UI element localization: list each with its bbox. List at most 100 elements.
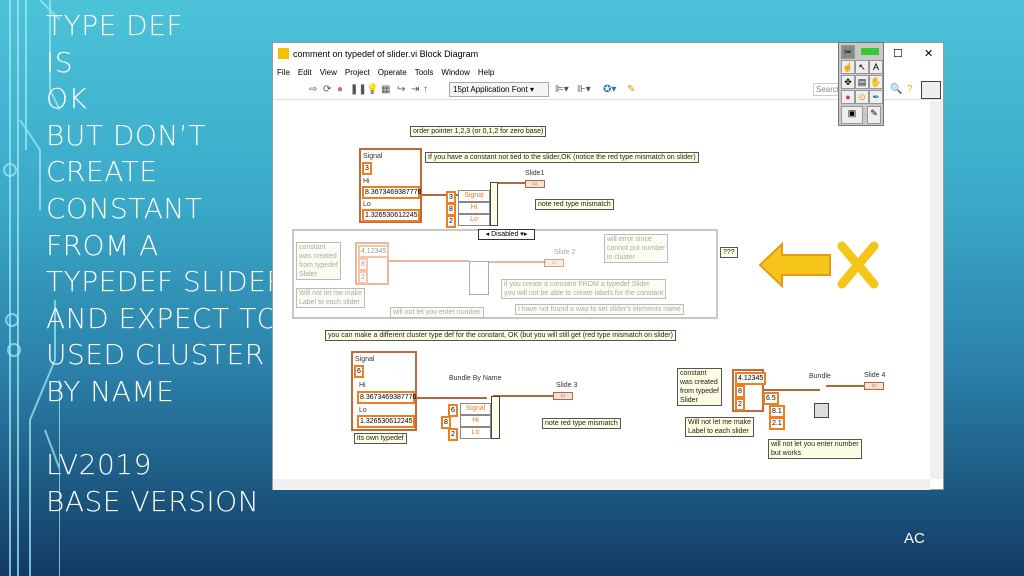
wiring-tool-icon[interactable]: ✥ xyxy=(841,75,855,89)
menu-operate[interactable]: Operate xyxy=(377,68,407,77)
signal-value[interactable]: 3 xyxy=(362,162,372,175)
created-note[interactable]: constant was created from typedef Slider xyxy=(296,242,341,280)
order-note[interactable]: order pointer 1,2,3 (or 0,1,2 for zero b… xyxy=(410,126,547,137)
abort-icon[interactable]: ● xyxy=(337,84,344,95)
bundle-element-signal[interactable]: Signal xyxy=(460,403,491,415)
highlight-execution-icon[interactable]: 💡 xyxy=(366,84,379,95)
label-note[interactable]: Will not let me make Label to each slide… xyxy=(296,288,366,308)
close-button[interactable]: ✕ xyxy=(924,48,934,60)
wire[interactable] xyxy=(417,397,487,399)
wire[interactable] xyxy=(493,395,553,397)
slide3-indicator[interactable]: ▭ xyxy=(553,392,573,400)
question-note[interactable]: ??? xyxy=(720,247,738,258)
menu-project[interactable]: Project xyxy=(344,68,370,77)
signal-value[interactable]: 6 xyxy=(354,365,364,378)
value[interactable]: 4.12345 xyxy=(358,245,390,258)
bundle-input[interactable]: 6.5 xyxy=(763,392,779,405)
pause-icon[interactable]: ❚❚ xyxy=(350,84,367,95)
menu-edit[interactable]: Edit xyxy=(297,68,312,77)
shortcut-menu-tool-icon[interactable]: ▤ xyxy=(855,75,869,89)
bundle-input[interactable]: 6 xyxy=(448,404,458,417)
retain-wire-values-icon[interactable]: ▦ xyxy=(381,84,391,95)
cluster-constant-4[interactable]: 4.12345 8 2 xyxy=(732,369,767,412)
bundle-input[interactable]: 2.1 xyxy=(769,417,785,430)
bundle-by-name-node[interactable] xyxy=(491,396,500,439)
menu-file[interactable]: File xyxy=(277,68,290,77)
auto-tool-indicator[interactable] xyxy=(861,48,879,55)
step-into-icon[interactable]: ↪ xyxy=(397,84,406,95)
color-copy-tool-icon[interactable]: ✒ xyxy=(869,90,883,104)
mismatch-note[interactable]: note red type mismatch xyxy=(535,199,614,210)
search-icon[interactable]: 🔍 xyxy=(890,84,903,95)
cluster-constant-2[interactable]: 4.12345 8 2 xyxy=(355,242,390,285)
menu-tools[interactable]: Tools xyxy=(414,68,434,77)
from-typedef-note[interactable]: if you create a constant FROM a typedef … xyxy=(501,279,667,299)
reorder-icon[interactable]: ✪▾ xyxy=(603,84,617,95)
slide4-indicator[interactable]: ▭ xyxy=(864,382,884,390)
auto-tool-icon[interactable]: ✂ xyxy=(841,45,855,59)
cluster-constant-3[interactable]: Signal 6 Hi 8.3673469387776 Lo 1.3265306… xyxy=(351,351,417,431)
vertical-scrollbar[interactable] xyxy=(930,101,943,479)
cluster-constant-1[interactable]: Signal 3 Hi 8.3673469387776 Lo 1.3265306… xyxy=(359,148,422,223)
coloring-tool-icon[interactable]: ✎ xyxy=(867,106,881,124)
mismatch-note-3[interactable]: note red type mismatch xyxy=(542,418,621,429)
align-icon[interactable]: ⊫▾ xyxy=(555,84,569,95)
names-note[interactable]: I have not found a way to set slider's e… xyxy=(515,304,684,315)
bundle-input[interactable]: 2 xyxy=(446,215,456,228)
error-note[interactable]: will error since cannot put number in cl… xyxy=(604,234,669,263)
bundle-by-name-node[interactable] xyxy=(490,182,498,226)
bundle-element-signal[interactable]: Signal xyxy=(458,190,490,202)
wire[interactable] xyxy=(495,182,527,184)
help-icon[interactable]: ? xyxy=(907,84,913,95)
menu-view[interactable]: View xyxy=(319,68,337,77)
breakpoint-tool-icon[interactable]: ● xyxy=(841,90,855,104)
distribute-icon[interactable]: ⊪▾ xyxy=(577,84,591,95)
created-note-4[interactable]: constant was created from typedef Slider xyxy=(677,368,722,406)
disabled-case-selector[interactable]: ◂ Disabled ▾▸ xyxy=(478,229,535,240)
bundle-input[interactable]: 8 xyxy=(441,416,451,429)
wire[interactable] xyxy=(826,385,866,387)
color-swatch-icon[interactable]: ▣ xyxy=(841,106,863,124)
operate-tool-icon[interactable]: ☝ xyxy=(841,60,855,74)
value[interactable]: 4.12345 xyxy=(735,372,767,385)
bundle-element-hi[interactable]: Hi xyxy=(460,415,491,427)
value[interactable]: 8 xyxy=(735,385,745,398)
own-typedef-note[interactable]: its own typedef xyxy=(354,433,407,444)
different-typedef-note[interactable]: you can make a different cluster type de… xyxy=(325,330,676,341)
bundle-node-disabled[interactable] xyxy=(469,261,489,295)
value[interactable]: 2 xyxy=(358,271,368,284)
horizontal-scrollbar[interactable] xyxy=(273,479,930,490)
works-note[interactable]: will not let you enter number but works xyxy=(768,439,862,459)
enter-note[interactable]: will not let you enter number xyxy=(390,307,484,318)
slide1-indicator[interactable]: ▭ xyxy=(525,180,545,188)
maximize-button[interactable]: ☐ xyxy=(893,48,903,60)
vi-icon[interactable] xyxy=(921,81,941,99)
bundle-element-hi[interactable]: Hi xyxy=(458,202,490,214)
bundle-node[interactable] xyxy=(814,403,829,418)
menu-window[interactable]: Window xyxy=(441,68,470,77)
lo-value[interactable]: 1.326530612245 xyxy=(362,209,420,222)
cleanup-icon[interactable]: ✎ xyxy=(627,84,636,95)
value[interactable]: 2 xyxy=(735,398,745,411)
bundle-input[interactable]: 2 xyxy=(448,428,458,441)
text-tool-icon[interactable]: A xyxy=(869,60,883,74)
run-icon[interactable]: ⇨ xyxy=(309,84,318,95)
step-over-icon[interactable]: ⇥ xyxy=(411,84,420,95)
diagram-canvas[interactable]: order pointer 1,2,3 (or 0,1,2 for zero b… xyxy=(273,101,929,479)
hi-value[interactable]: 8.3673469387776 xyxy=(362,186,421,199)
slide2-indicator[interactable]: ▭ xyxy=(544,259,564,267)
value[interactable]: 8 xyxy=(358,258,368,271)
label-note-4[interactable]: Will not let me make Label to each slide… xyxy=(685,417,755,437)
bundle-element-lo[interactable]: Lo xyxy=(458,214,490,226)
bundle-element-lo[interactable]: Lo xyxy=(460,427,491,439)
wire[interactable] xyxy=(422,194,492,196)
step-out-icon[interactable]: ↑ xyxy=(423,84,428,95)
probe-tool-icon[interactable]: ⊙ xyxy=(855,90,869,104)
menu-help[interactable]: Help xyxy=(477,68,495,77)
wire[interactable] xyxy=(764,389,820,391)
run-continuous-icon[interactable]: ⟳ xyxy=(323,84,332,95)
wire[interactable] xyxy=(389,260,469,262)
hi-value[interactable]: 8.3673469387776 xyxy=(357,391,416,404)
constant-note[interactable]: If you have a constant not tied to the s… xyxy=(425,152,699,163)
wire[interactable] xyxy=(476,261,546,263)
